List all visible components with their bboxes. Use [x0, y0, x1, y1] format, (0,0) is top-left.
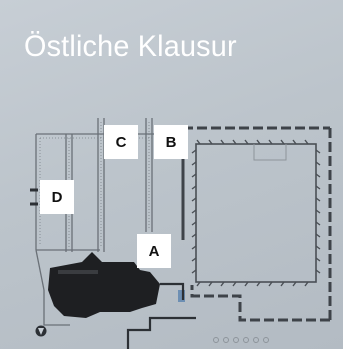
blue-marker	[178, 290, 185, 302]
cloister-arcade-ticks	[191, 139, 321, 287]
marker-b: B	[154, 125, 188, 159]
marker-a: A	[137, 234, 171, 268]
north-arrow-icon	[35, 325, 47, 337]
marker-d: D	[40, 180, 74, 214]
map-title: Östliche Klausur	[24, 30, 237, 63]
marker-c: C	[104, 125, 138, 159]
cloister-inner	[195, 143, 317, 283]
bottom-walls	[126, 282, 196, 349]
church-plan	[48, 252, 160, 318]
cloister-outline	[181, 126, 332, 322]
